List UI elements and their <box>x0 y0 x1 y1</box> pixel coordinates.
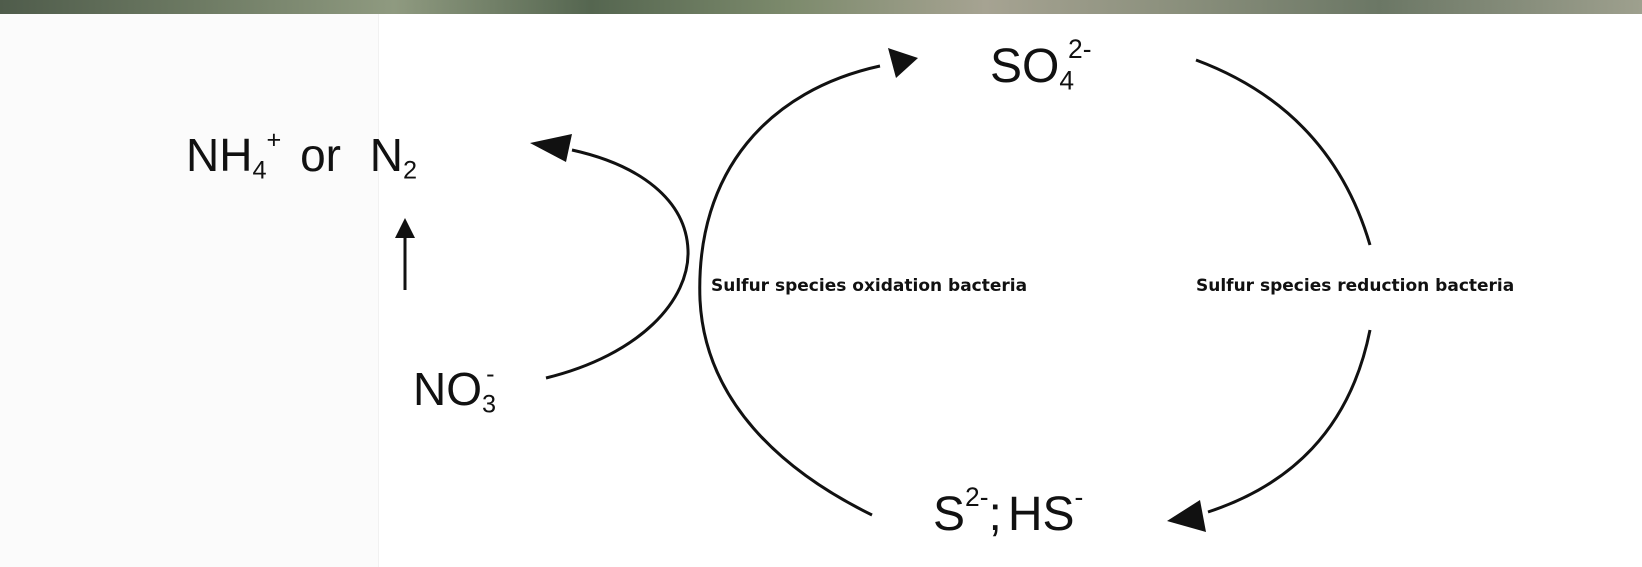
reduction-arrow-upper <box>1196 60 1370 245</box>
nitrogen-subscript: 2 <box>403 156 417 184</box>
sulfide-text: S <box>933 488 965 541</box>
bisulfide-superscript: - <box>1075 482 1084 512</box>
ammonium-superscript: + <box>267 126 282 154</box>
ammonium-text: NH <box>186 129 252 181</box>
or-text: or <box>300 129 341 181</box>
ammonium-nitrogen-label: NH4+ or N2 <box>186 128 417 184</box>
reduction-arrow-lower <box>1167 330 1370 532</box>
separator-text: ; <box>988 488 1001 541</box>
nitrate-reduction-arrow <box>530 134 688 378</box>
nitrate-label: NO3- <box>413 362 495 418</box>
ammonium-subscript: 4 <box>252 156 266 184</box>
nitrate-text: NO <box>413 363 482 415</box>
nitrate-subscript: 3 <box>482 390 496 418</box>
reduction-bacteria-label: Sulfur species reduction bacteria <box>1196 276 1514 296</box>
nitrate-superscript: - <box>486 360 494 388</box>
nitrogen-text: N <box>370 129 403 181</box>
sulfide-label: S2-;HS- <box>933 484 1083 539</box>
oxidation-bacteria-label: Sulfur species oxidation bacteria <box>711 276 1027 296</box>
sulfate-label: SO42- <box>990 36 1092 94</box>
small-up-arrow <box>395 218 415 290</box>
sulfate-text: SO <box>990 40 1059 93</box>
sulfate-superscript: 2- <box>1068 34 1091 64</box>
bisulfide-text: HS <box>1008 488 1075 541</box>
sulfate-subscript: 4 <box>1059 66 1074 96</box>
sulfide-superscript: 2- <box>965 482 988 512</box>
